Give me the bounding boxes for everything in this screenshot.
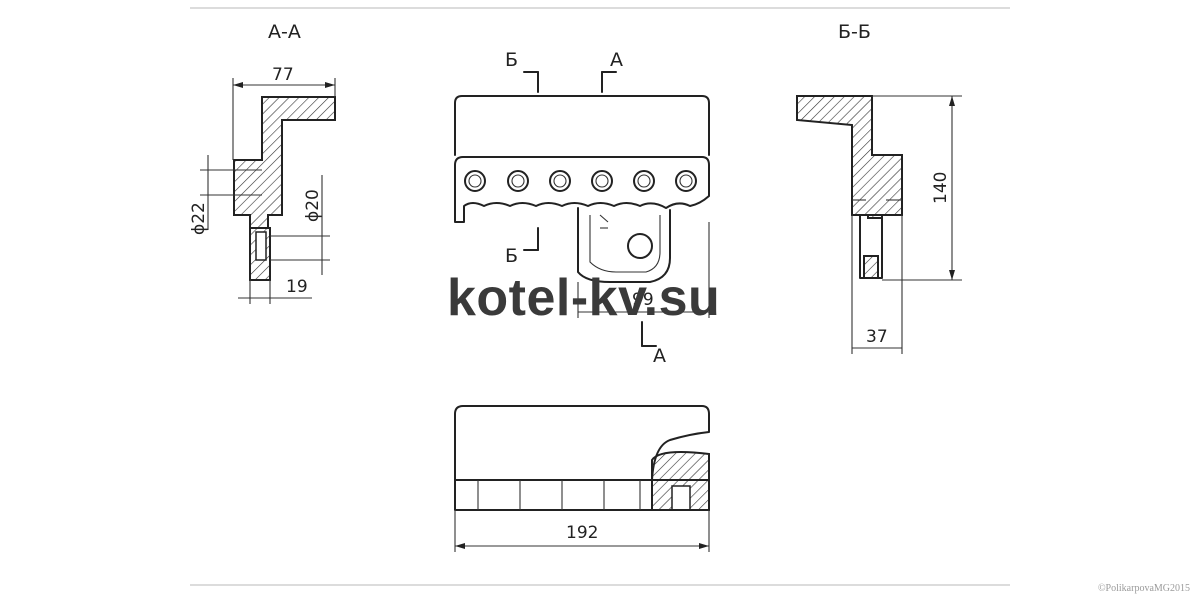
front-view-bracket xyxy=(577,207,671,283)
cut-marker-a-bottom: А xyxy=(653,345,666,367)
bottom-view: 192 xyxy=(454,405,710,552)
front-view-top-block xyxy=(454,95,710,156)
section-aa: А-А 77 ϕ22 ϕ20 19 xyxy=(189,21,336,304)
bottom-view-section xyxy=(651,451,710,511)
front-view-bracket-hole xyxy=(627,233,653,259)
front-view: Б А Б А 99 xyxy=(454,49,710,367)
front-view-hole-strip xyxy=(454,156,710,223)
watermark: kotel-kv.su xyxy=(447,269,721,327)
dim-99: 99 xyxy=(632,290,654,310)
front-view-holes xyxy=(464,170,697,192)
dim-phi20: ϕ20 xyxy=(303,189,323,222)
section-bb-title: Б-Б xyxy=(838,21,871,43)
dim-19: 19 xyxy=(286,277,308,297)
dim-192: 192 xyxy=(566,523,598,543)
cut-marker-a-top: А xyxy=(610,49,623,71)
copyright: ©PolikarpovaMG2015 xyxy=(1097,583,1190,594)
cut-marker-b-top: Б xyxy=(505,49,518,71)
section-bb: Б-Б 140 37 xyxy=(796,21,962,354)
dim-77: 77 xyxy=(272,65,294,85)
bottom-view-outline xyxy=(454,405,710,481)
section-aa-pin-bore xyxy=(255,231,267,261)
cut-marker-b-bottom: Б xyxy=(505,245,518,267)
dim-140: 140 xyxy=(931,172,951,204)
dim-phi22: ϕ22 xyxy=(189,202,209,235)
dim-37: 37 xyxy=(866,327,888,347)
section-aa-title: А-А xyxy=(268,21,301,43)
